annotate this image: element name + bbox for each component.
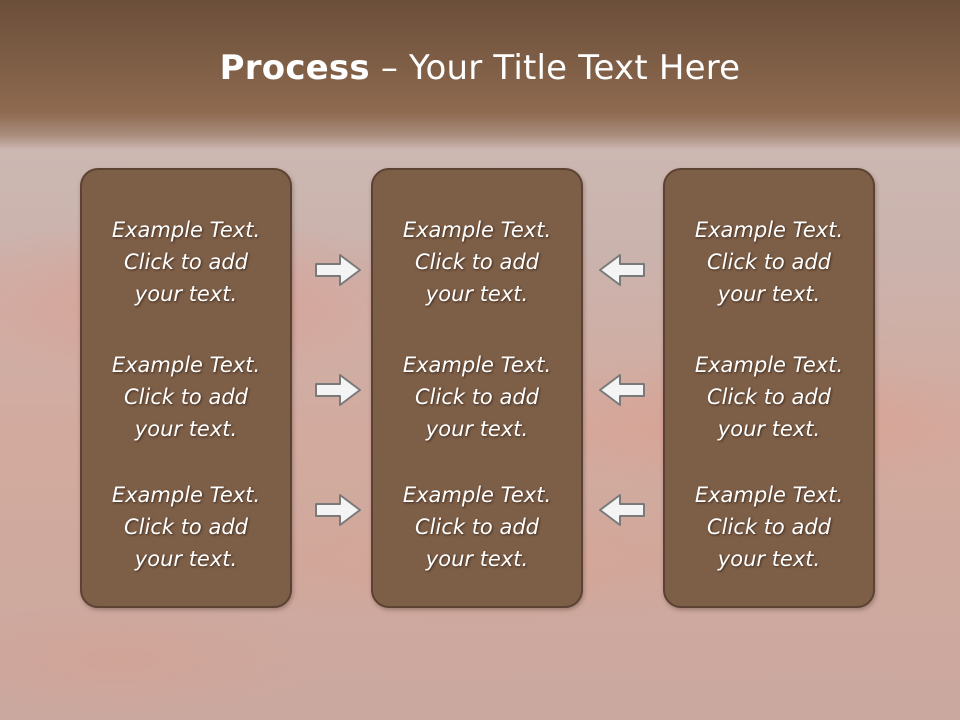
text-line: your text. xyxy=(425,282,529,306)
process-box-right[interactable]: Example Text. Click to add your text. Ex… xyxy=(663,168,875,608)
text-line: your text. xyxy=(425,547,529,571)
text-line: Example Text. xyxy=(111,483,261,507)
title-bold: Process xyxy=(219,48,370,88)
text-line: Click to add xyxy=(123,385,248,409)
title-separator: – xyxy=(369,48,410,88)
text-placeholder[interactable]: Example Text. Click to add your text. xyxy=(82,349,290,445)
text-line: Click to add xyxy=(123,250,248,274)
arrow-left-icon[interactable] xyxy=(598,492,646,528)
title-bar xyxy=(0,0,960,150)
text-line: Click to add xyxy=(706,515,831,539)
text-placeholder[interactable]: Example Text. Click to add your text. xyxy=(665,214,873,310)
text-line: Click to add xyxy=(706,250,831,274)
text-line: Click to add xyxy=(414,385,539,409)
slide-title[interactable]: Process – Your Title Text Here xyxy=(0,48,960,88)
text-line: Example Text. xyxy=(694,483,844,507)
text-placeholder[interactable]: Example Text. Click to add your text. xyxy=(373,214,581,310)
title-rest: Your Title Text Here xyxy=(409,48,741,88)
text-line: Click to add xyxy=(414,250,539,274)
text-line: Example Text. xyxy=(402,218,552,242)
text-line: your text. xyxy=(717,282,821,306)
text-line: your text. xyxy=(425,417,529,441)
process-box-center[interactable]: Example Text. Click to add your text. Ex… xyxy=(371,168,583,608)
text-line: Example Text. xyxy=(111,218,261,242)
text-line: Example Text. xyxy=(111,353,261,377)
arrow-right-icon[interactable] xyxy=(314,372,362,408)
text-line: your text. xyxy=(717,547,821,571)
text-line: Example Text. xyxy=(694,218,844,242)
arrow-right-icon[interactable] xyxy=(314,252,362,288)
text-placeholder[interactable]: Example Text. Click to add your text. xyxy=(82,214,290,310)
text-line: your text. xyxy=(134,547,238,571)
text-placeholder[interactable]: Example Text. Click to add your text. xyxy=(373,349,581,445)
text-line: your text. xyxy=(134,282,238,306)
text-line: Example Text. xyxy=(402,353,552,377)
text-line: Click to add xyxy=(706,385,831,409)
process-box-left[interactable]: Example Text. Click to add your text. Ex… xyxy=(80,168,292,608)
text-placeholder[interactable]: Example Text. Click to add your text. xyxy=(373,479,581,575)
arrow-left-icon[interactable] xyxy=(598,372,646,408)
arrow-right-icon[interactable] xyxy=(314,492,362,528)
text-line: Click to add xyxy=(414,515,539,539)
text-line: Example Text. xyxy=(694,353,844,377)
arrow-left-icon[interactable] xyxy=(598,252,646,288)
text-placeholder[interactable]: Example Text. Click to add your text. xyxy=(82,479,290,575)
text-placeholder[interactable]: Example Text. Click to add your text. xyxy=(665,479,873,575)
text-line: your text. xyxy=(134,417,238,441)
text-line: Example Text. xyxy=(402,483,552,507)
text-line: your text. xyxy=(717,417,821,441)
text-placeholder[interactable]: Example Text. Click to add your text. xyxy=(665,349,873,445)
text-line: Click to add xyxy=(123,515,248,539)
